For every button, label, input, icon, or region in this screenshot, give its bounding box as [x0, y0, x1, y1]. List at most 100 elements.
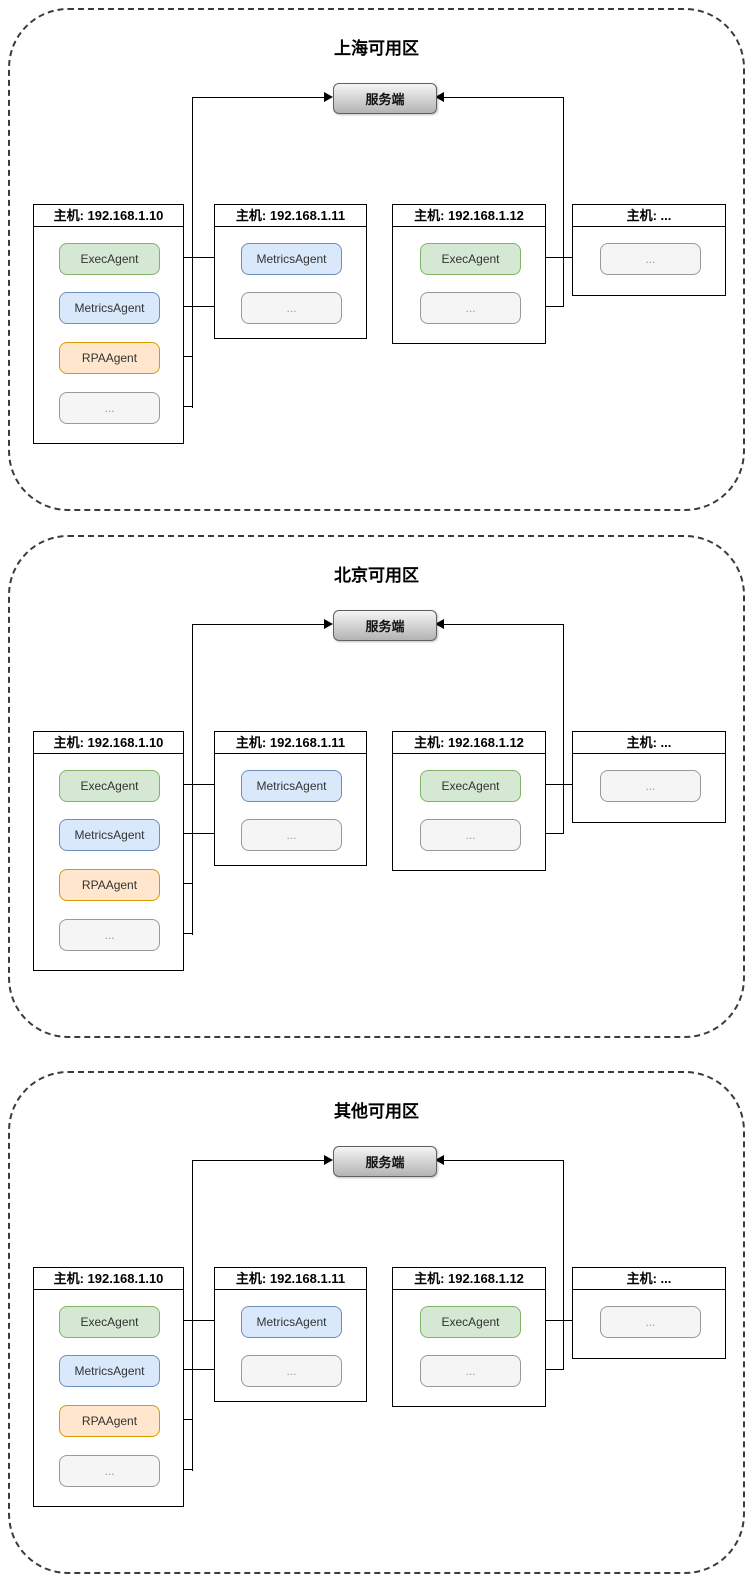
- agent-metrics: MetricsAgent: [241, 1306, 342, 1338]
- host-box-3: 主机: ......: [572, 1267, 726, 1359]
- agent-label: ...: [645, 252, 656, 266]
- agent-other: ...: [59, 919, 160, 951]
- agent-metrics: MetricsAgent: [241, 770, 342, 802]
- agent-rpa: RPAAgent: [59, 1405, 160, 1437]
- agent-label: ...: [104, 401, 115, 415]
- server-label: 服务端: [365, 1155, 405, 1170]
- host-header: 主机: 192.168.1.12: [393, 205, 545, 227]
- agent-exec: ExecAgent: [59, 1306, 160, 1338]
- agent-label: ...: [645, 1315, 656, 1329]
- agent-label: ExecAgent: [80, 779, 139, 793]
- agent-label: ...: [465, 301, 476, 315]
- agent-other: ...: [420, 819, 521, 851]
- agent-label: ...: [286, 1364, 297, 1378]
- connector-line: [157, 1320, 240, 1321]
- agent-exec: ExecAgent: [59, 770, 160, 802]
- connector-line: [157, 257, 240, 258]
- agent-label: ExecAgent: [80, 1315, 139, 1329]
- agent-rpa: RPAAgent: [59, 342, 160, 374]
- arrowhead-icon: [324, 92, 333, 102]
- agent-other: ...: [600, 1306, 701, 1338]
- connector-line: [192, 624, 193, 935]
- connector-line: [444, 97, 563, 98]
- agent-metrics: MetricsAgent: [59, 819, 160, 851]
- host-box-3: 主机: ......: [572, 731, 726, 823]
- connector-line: [444, 1160, 563, 1161]
- zone-title: 上海可用区: [334, 39, 419, 58]
- arrowhead-icon: [324, 1155, 333, 1165]
- agent-label: ExecAgent: [441, 252, 500, 266]
- agent-rpa: RPAAgent: [59, 869, 160, 901]
- connector-line: [192, 624, 324, 625]
- agent-label: MetricsAgent: [74, 1364, 145, 1378]
- agent-label: ExecAgent: [441, 1315, 500, 1329]
- connector-line: [192, 1160, 193, 1471]
- agent-exec: ExecAgent: [420, 1306, 521, 1338]
- host-header: 主机: 192.168.1.11: [215, 205, 366, 227]
- agent-label: MetricsAgent: [74, 828, 145, 842]
- arrowhead-icon: [435, 619, 444, 629]
- agent-label: MetricsAgent: [256, 1315, 327, 1329]
- agent-exec: ExecAgent: [420, 770, 521, 802]
- agent-other: ...: [241, 1355, 342, 1387]
- agent-label: ...: [465, 1364, 476, 1378]
- agent-metrics: MetricsAgent: [59, 292, 160, 324]
- agent-label: RPAAgent: [81, 878, 138, 892]
- agent-label: ...: [286, 301, 297, 315]
- host-header: 主机: 192.168.1.11: [215, 1268, 366, 1290]
- agent-label: RPAAgent: [81, 1414, 138, 1428]
- agent-label: ...: [104, 928, 115, 942]
- agent-label: ...: [465, 828, 476, 842]
- connector-line: [157, 833, 240, 834]
- agent-label: RPAAgent: [81, 351, 138, 365]
- connector-line: [157, 784, 240, 785]
- connector-line: [517, 257, 598, 258]
- host-header: 主机: 192.168.1.12: [393, 732, 545, 754]
- host-header: 主机: 192.168.1.10: [34, 205, 183, 227]
- connector-line: [157, 306, 240, 307]
- server-node: 服务端: [333, 1146, 437, 1177]
- agent-metrics: MetricsAgent: [241, 243, 342, 275]
- agent-other: ...: [420, 1355, 521, 1387]
- server-label: 服务端: [365, 92, 405, 107]
- agent-label: ...: [286, 828, 297, 842]
- agent-label: ExecAgent: [80, 252, 139, 266]
- connector-line: [444, 624, 563, 625]
- agent-exec: ExecAgent: [420, 243, 521, 275]
- arrowhead-icon: [435, 92, 444, 102]
- connector-line: [192, 1160, 324, 1161]
- agent-label: ExecAgent: [441, 779, 500, 793]
- server-node: 服务端: [333, 610, 437, 641]
- connector-line: [192, 97, 193, 408]
- host-header: 主机: 192.168.1.10: [34, 1268, 183, 1290]
- connector-line: [157, 1369, 240, 1370]
- agent-exec: ExecAgent: [59, 243, 160, 275]
- arrowhead-icon: [324, 619, 333, 629]
- agent-label: MetricsAgent: [256, 252, 327, 266]
- agent-metrics: MetricsAgent: [59, 1355, 160, 1387]
- host-header: 主机: 192.168.1.11: [215, 732, 366, 754]
- agent-label: ...: [645, 779, 656, 793]
- connector-line: [517, 784, 598, 785]
- host-header: 主机: ...: [573, 1268, 725, 1290]
- host-header: 主机: 192.168.1.12: [393, 1268, 545, 1290]
- agent-other: ...: [420, 292, 521, 324]
- agent-label: ...: [104, 1464, 115, 1478]
- agent-label: MetricsAgent: [256, 779, 327, 793]
- agent-other: ...: [600, 770, 701, 802]
- connector-line: [192, 97, 324, 98]
- agent-other: ...: [600, 243, 701, 275]
- connector-line: [563, 624, 564, 834]
